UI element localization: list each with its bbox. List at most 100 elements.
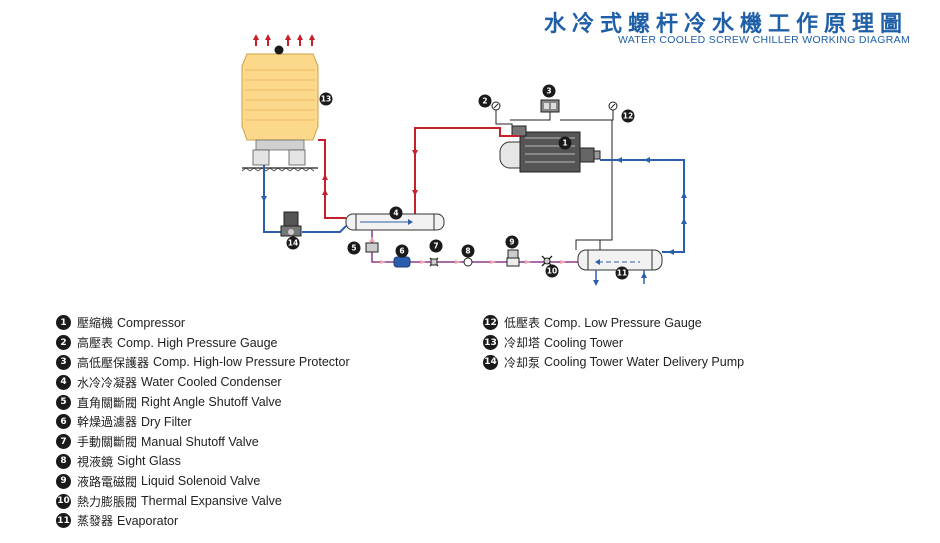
cooling-tower (241, 34, 319, 172)
legend-label-en: Comp. Low Pressure Gauge (544, 315, 702, 330)
solenoid-valve (506, 249, 520, 267)
tower-supply-line (261, 165, 347, 233)
expansion-valve (541, 255, 553, 267)
sight-glass (463, 257, 473, 267)
legend-label-en: Cooling Tower (544, 335, 623, 350)
marker-13: 13 (319, 92, 333, 106)
high-pressure-gauge (491, 101, 501, 111)
legend-label-en: Right Angle Shutoff Valve (141, 395, 282, 410)
low-pressure-gauge (608, 101, 618, 111)
marker-12: 12 (621, 109, 635, 123)
page-subtitle: WATER COOLED SCREW CHILLER WORKING DIAGR… (617, 34, 910, 46)
legend-number-badge: 2 (56, 335, 71, 351)
legend-number-badge: 6 (56, 414, 71, 430)
marker-7: 7 (429, 239, 443, 253)
legend-label-zh: 壓縮機 (77, 316, 114, 331)
evaporator (577, 249, 663, 286)
page-title: 水冷式螺杆冷水機工作原理圖 (543, 11, 908, 37)
marker-3: 3 (542, 84, 556, 98)
marker-number: 4 (393, 209, 398, 218)
legend-number-badge: 1 (56, 315, 71, 331)
legend-number-badge: 3 (56, 354, 71, 370)
legend-label-en: Cooling Tower Water Delivery Pump (544, 355, 745, 370)
marker-11: 11 (615, 266, 629, 280)
marker-10: 10 (545, 264, 559, 278)
legend-number-badge: 9 (56, 473, 71, 489)
legend-label-zh: 直角關斷閥 (77, 395, 138, 410)
marker-number: 12 (623, 112, 633, 121)
fan-icon (274, 45, 284, 55)
tower-return-line (318, 139, 346, 219)
marker-number: 13 (321, 95, 331, 104)
cooling-pump (280, 211, 302, 237)
legend-label-en: Comp. High-low Pressure Protector (153, 355, 350, 370)
legend-number-badge: 8 (56, 453, 71, 469)
right-angle-valve (365, 242, 379, 253)
legend-label-en: Sight Glass (117, 454, 181, 469)
legend-number-badge: 7 (56, 434, 71, 450)
legend-label-en: Compressor (117, 315, 186, 330)
marker-number: 8 (465, 247, 470, 256)
dry-filter (393, 256, 411, 268)
legend-label-zh: 低壓表 (504, 316, 541, 331)
marker-6: 6 (395, 244, 409, 258)
legend-label-zh: 高低壓保護器 (77, 355, 150, 370)
legend-label-zh: 水冷冷凝器 (77, 375, 138, 390)
legend-number-badge: 11 (56, 513, 71, 529)
marker-number: 11 (617, 269, 627, 278)
legend-label-zh: 高壓表 (77, 336, 114, 351)
legend-label-zh: 熱力膨脹閥 (77, 494, 138, 509)
legend-label-en: Liquid Solenoid Valve (141, 474, 261, 489)
legend-label-zh: 手動關斷閥 (77, 435, 138, 450)
manual-shutoff-valve (429, 257, 439, 267)
marker-8: 8 (461, 244, 475, 258)
marker-4: 4 (389, 206, 403, 220)
legend-label-zh: 冷却塔 (504, 336, 541, 351)
legend-label-en: Comp. High Pressure Gauge (117, 335, 278, 350)
marker-number: 2 (482, 97, 487, 106)
marker-14: 14 (286, 236, 300, 250)
legend-number-badge: 13 (483, 335, 498, 351)
control-lines (495, 110, 614, 252)
suction-line (575, 157, 687, 255)
marker-number: 14 (288, 239, 298, 248)
marker-number: 1 (562, 139, 567, 148)
legend-label-zh: 冷却泵 (504, 355, 541, 370)
compressor (499, 125, 601, 173)
marker-number: 7 (433, 242, 438, 251)
pressure-protector (540, 99, 560, 113)
legend-number-badge: 14 (483, 354, 498, 370)
legend-label-en: Manual Shutoff Valve (141, 434, 259, 449)
marker-9: 9 (505, 235, 519, 249)
legend-label-zh: 幹燥過濾器 (77, 415, 138, 430)
marker-number: 3 (546, 87, 551, 96)
legend-label-zh: 視液鏡 (77, 454, 114, 469)
marker-number: 6 (399, 247, 404, 256)
legend-number-badge: 5 (56, 394, 71, 410)
legend-label-en: Evaporator (117, 513, 179, 528)
legend-number-badge: 4 (56, 374, 71, 390)
marker-number: 5 (351, 244, 356, 253)
exhaust-arrows (253, 34, 315, 46)
marker-5: 5 (347, 241, 361, 255)
legend-number-badge: 12 (483, 315, 498, 331)
legend-number-badge: 10 (56, 493, 71, 509)
discharge-line (412, 127, 520, 221)
marker-number: 9 (509, 238, 514, 247)
